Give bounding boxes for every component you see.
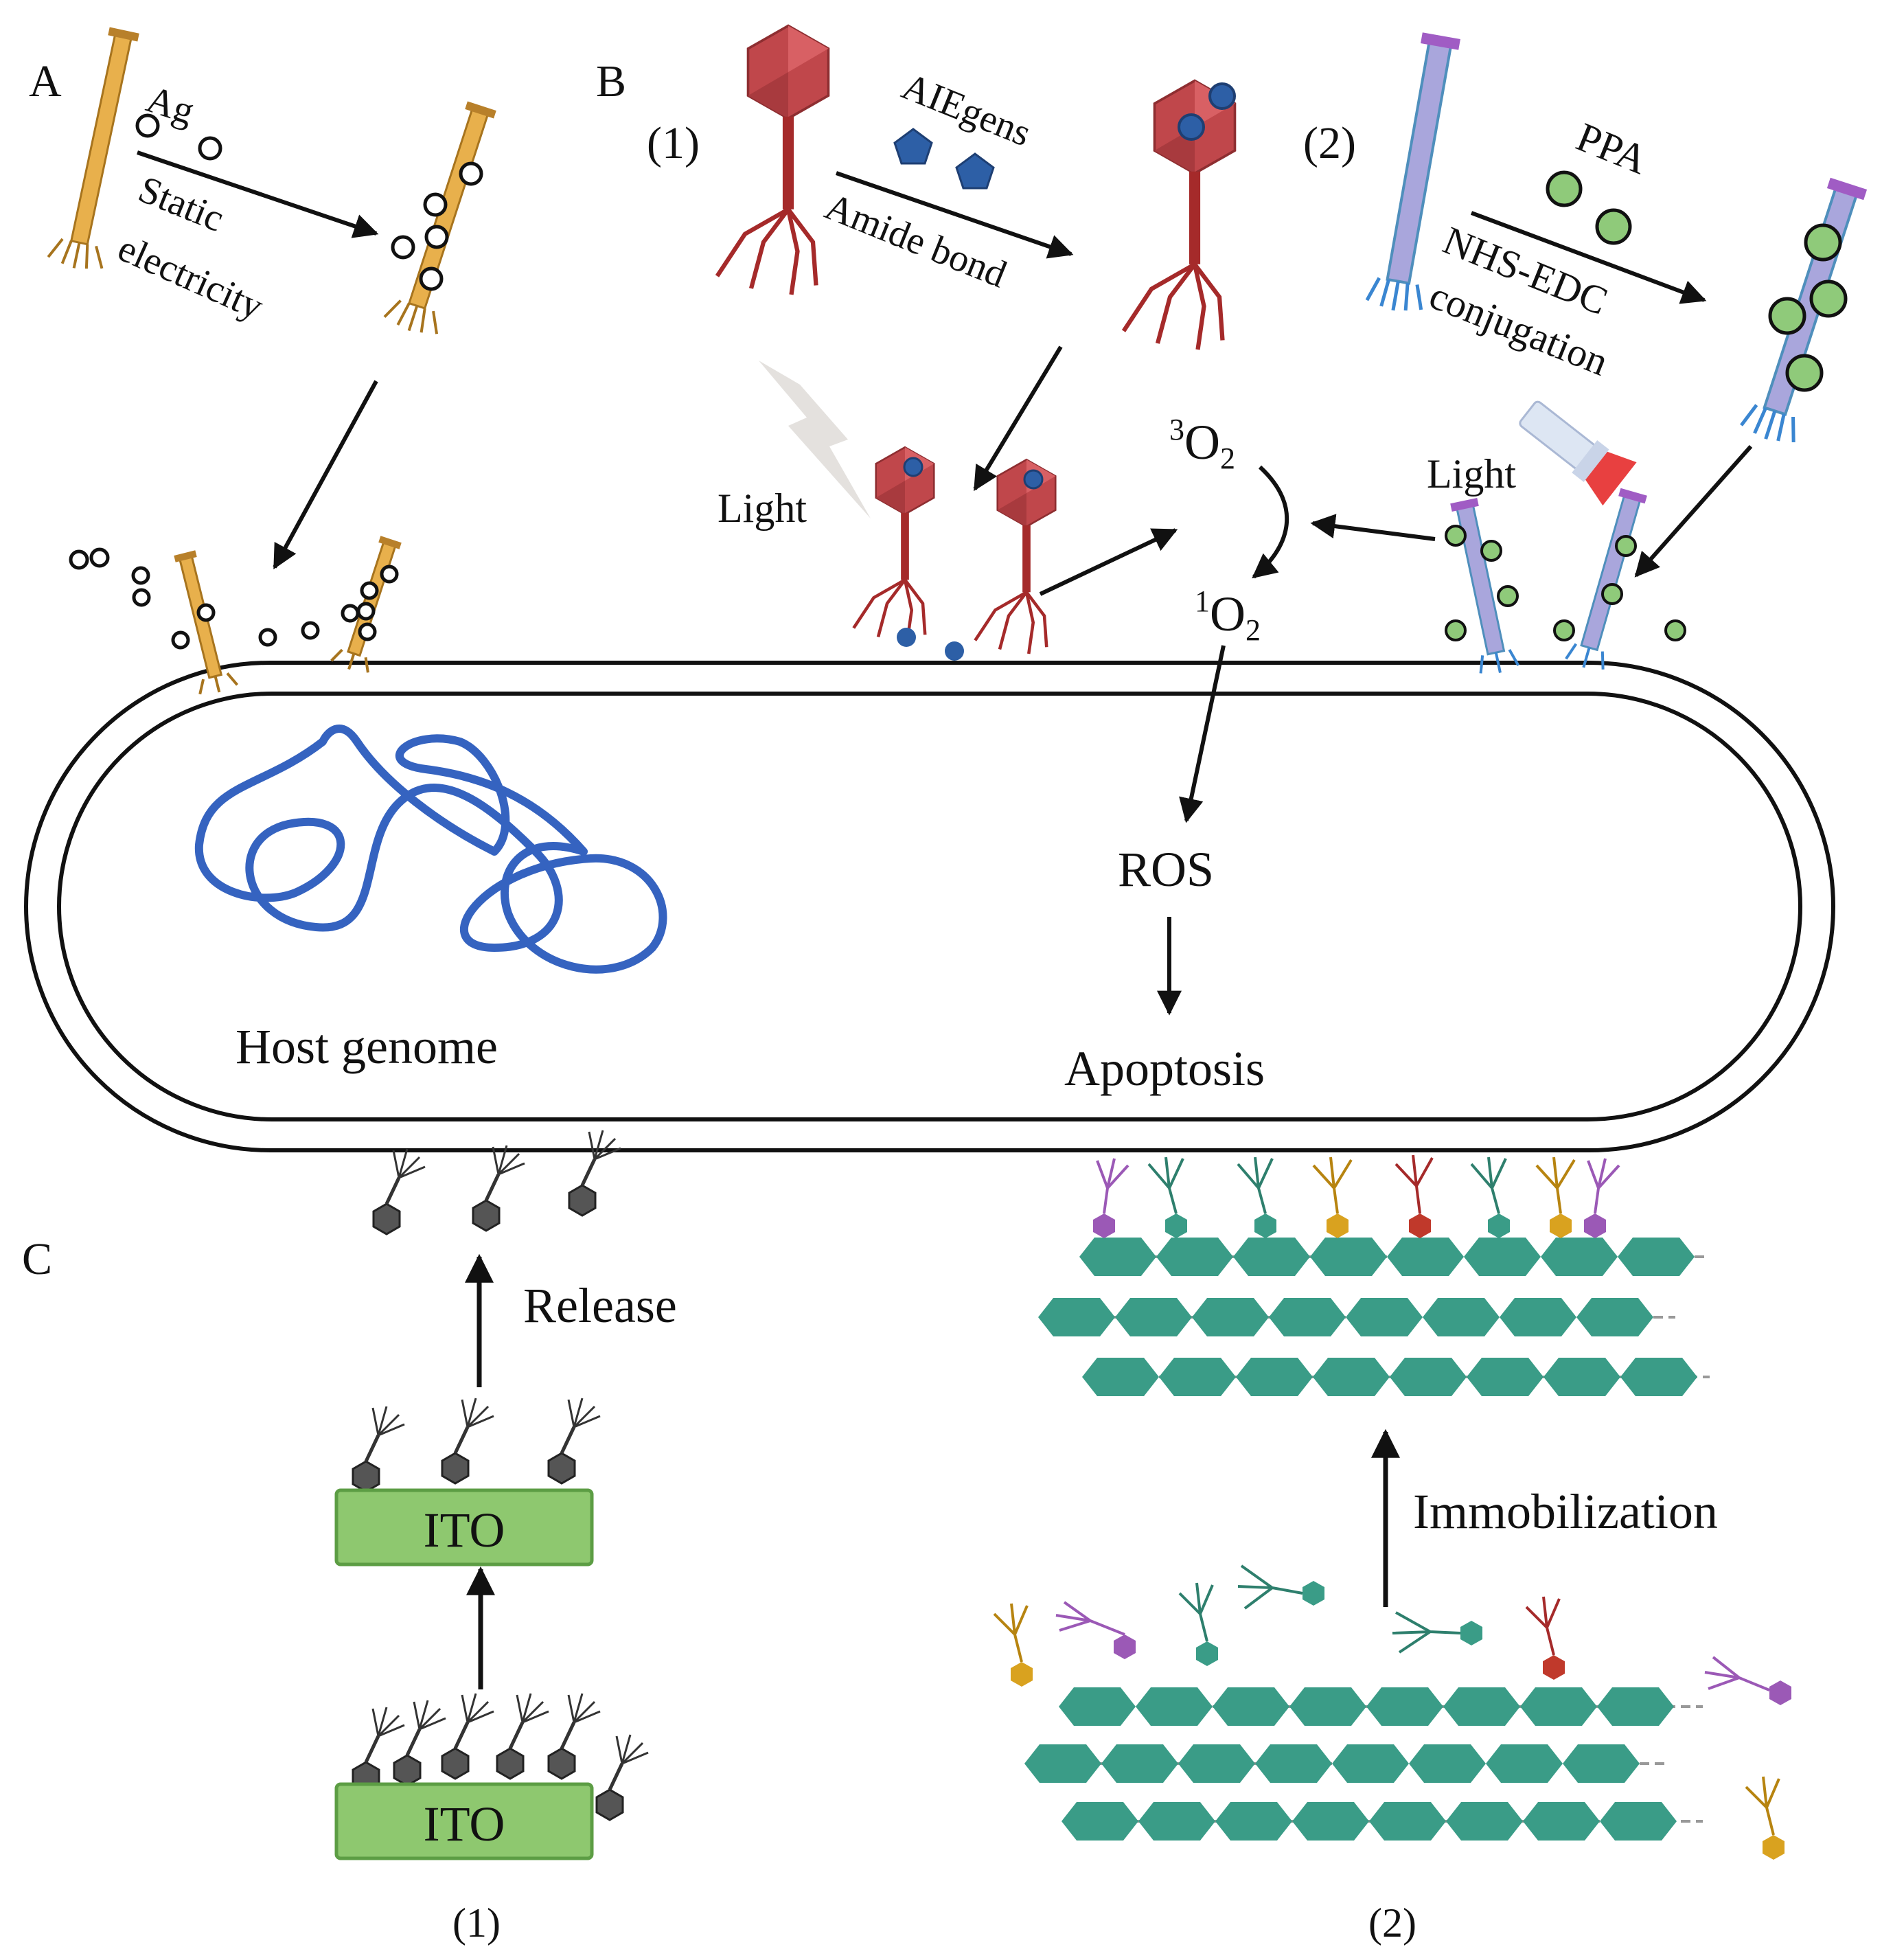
bound-phage <box>549 1694 600 1779</box>
bound-phage <box>442 1694 494 1779</box>
electricity-label: electricity <box>112 227 270 328</box>
ppa-label: PPA <box>1570 114 1654 183</box>
sub-label-c2: (2) <box>1368 1900 1416 1946</box>
phage-filament-purple-attached <box>1450 497 1520 674</box>
silver-particle <box>419 266 444 291</box>
arrow-b2-conjugation <box>1470 211 1707 304</box>
hydrogel-strands-bottom <box>1024 1687 1703 1841</box>
free-phages <box>993 1564 1791 1860</box>
aiegen-released <box>897 628 916 647</box>
arrow-b1-ros <box>1039 528 1178 596</box>
arrow-b2-ros <box>1310 514 1436 541</box>
ppa-released <box>1445 525 1686 641</box>
released-phage <box>374 1149 425 1234</box>
flashlight-icon <box>1519 400 1637 506</box>
light-label-right: Light <box>1427 451 1516 497</box>
t4-phage-attached <box>975 459 1055 654</box>
apoptosis-label: Apoptosis <box>1064 1041 1265 1096</box>
arrow-b2-attach <box>1634 445 1753 578</box>
silver-particle <box>424 225 449 249</box>
triplet-oxygen: 3O2 <box>1169 413 1235 475</box>
panel-c-1: Release ITO ITO (1) <box>334 1130 677 1946</box>
sub-label-c1: (1) <box>452 1900 501 1946</box>
released-phage <box>473 1146 525 1231</box>
sub-label-b2: (2) <box>1303 118 1356 168</box>
arrow-o2-conversion <box>1252 465 1289 579</box>
ppa-molecule <box>1546 170 1583 207</box>
host-genome-dna <box>194 725 667 974</box>
silver-particle <box>391 235 415 260</box>
phage-filament-purple-attached <box>1565 488 1647 670</box>
ppa-on-phage <box>1809 280 1848 318</box>
aiegen-released <box>945 641 964 661</box>
silver-particle <box>459 161 483 186</box>
phage-filament-purple-loaded <box>1740 177 1868 443</box>
arrow-a-attach <box>273 380 378 570</box>
silver-particle <box>135 113 160 138</box>
ppa-on-phage <box>1768 297 1806 335</box>
panel-b-1: (1) AIEgens Amide bond Light <box>647 25 1235 661</box>
oxygen-pathway: 3O2 1O2 ROS Apoptosis <box>1064 413 1289 1096</box>
hydrogel-strands-top <box>1038 1238 1710 1396</box>
bound-phage <box>597 1735 648 1820</box>
panel-label-c: C <box>22 1234 52 1284</box>
arrow-b1-conjugation <box>836 171 1074 259</box>
aiegen-in-capsid <box>1208 82 1236 110</box>
bound-phage <box>549 1398 600 1483</box>
release-label: Release <box>523 1278 677 1333</box>
silver-particle <box>423 192 448 217</box>
bacterial-cell <box>24 661 1835 1152</box>
phage-filament-on-cell <box>174 550 239 695</box>
genome-label: Host genome <box>236 1019 498 1074</box>
silver-particles-released <box>69 547 399 650</box>
bound-phage <box>497 1694 549 1779</box>
lightning-icon <box>759 361 871 519</box>
arrow-a-conjugation <box>137 150 379 238</box>
phage-filament-a-right <box>383 101 496 334</box>
phage-filament-purple-free <box>1365 32 1460 311</box>
aiegen-in-capsid <box>1023 469 1044 490</box>
phage-filament-a-left <box>47 27 139 269</box>
sub-label-b1: (1) <box>647 118 700 168</box>
immobilized-phages <box>1093 1154 1620 1238</box>
t4-phage-attached <box>853 447 934 641</box>
ito-electrode-top <box>334 1488 594 1566</box>
panel-c-2: Immobilization (2) <box>993 1154 1791 1946</box>
light-label-left: Light <box>718 486 807 531</box>
aiegen-in-capsid <box>903 457 923 477</box>
silver-particle <box>198 136 222 161</box>
arrow-singlet-ros <box>1179 645 1226 823</box>
bound-phage <box>353 1406 404 1492</box>
t4-phage-unloaded <box>718 25 829 295</box>
ppa-molecule <box>1595 208 1632 245</box>
ros-label: ROS <box>1118 842 1214 897</box>
aiegen-in-capsid <box>1178 113 1205 141</box>
bound-phage <box>442 1398 494 1483</box>
arrow-b1-attach <box>973 345 1063 492</box>
panel-label-a: A <box>29 56 62 106</box>
panel-a: Ag Static electricity <box>47 27 496 695</box>
panel-label-b: B <box>596 56 626 106</box>
panel-b-2: (2) PPA NHS-EDC conjugation Light <box>1303 32 1868 674</box>
aiegen-molecule <box>955 152 995 190</box>
ppa-on-phage <box>1785 354 1824 392</box>
ppa-on-phage <box>1804 223 1842 262</box>
ito-label-top: ITO <box>424 1503 505 1558</box>
singlet-oxygen: 1O2 <box>1195 584 1261 647</box>
immobilization-label: Immobilization <box>1413 1484 1718 1539</box>
aiegen-molecule <box>893 128 933 165</box>
ito-electrode-bottom <box>334 1782 594 1860</box>
bound-phage <box>394 1700 446 1786</box>
released-phage <box>569 1130 621 1216</box>
ito-label-bottom: ITO <box>424 1797 505 1851</box>
